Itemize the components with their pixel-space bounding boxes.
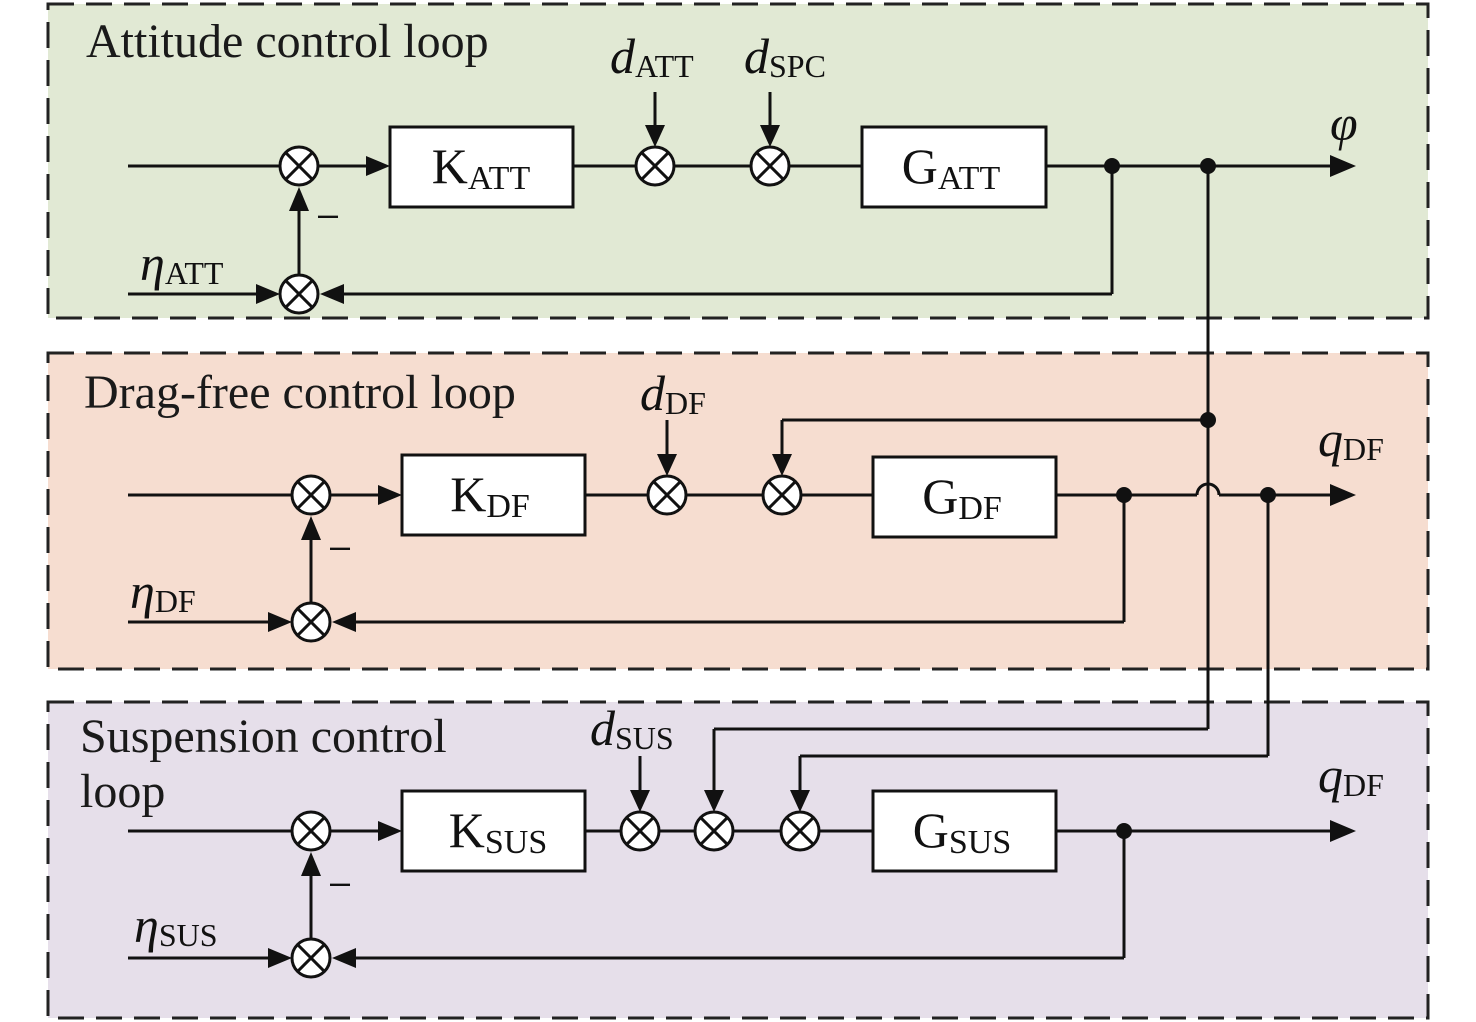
attitude-dist2-sum-junction [749, 145, 791, 187]
attitude-pickoff-dot [1104, 158, 1120, 174]
svg-text:GATT: GATT [902, 138, 1001, 197]
attitude-loop-title: Attitude control loop [86, 15, 489, 68]
attitude-controller-block: KATT [388, 125, 575, 209]
drag-free-branch-dot [1260, 487, 1276, 503]
attitude-loop-panel [46, 2, 1430, 320]
drag-free-plant-block: GDF [871, 455, 1058, 539]
svg-text:GSUS: GSUS [913, 802, 1011, 861]
drag-free-coupling-sum-junction [761, 474, 803, 516]
suspension-att-coupling-sum-junction [693, 810, 735, 852]
suspension-feedback-sum-junction [290, 937, 332, 979]
attitude-dist1-sum-junction [634, 145, 676, 187]
drag-free-loop-wires [128, 418, 1356, 756]
attitude-branch-dot [1200, 158, 1216, 174]
attitude-error-sum-junction [278, 145, 320, 187]
suspension-controller-block: KSUS [400, 789, 587, 873]
suspension-loop-title-line1: Suspension control [80, 710, 447, 763]
attitude-minus-sign: – [318, 193, 338, 234]
spc-disturbance-label: dSPC [744, 28, 826, 84]
suspension-noise-label: ηSUS [134, 897, 218, 953]
suspension-error-sum-junction [290, 810, 332, 852]
drag-free-noise-label: ηDF [130, 563, 196, 619]
suspension-plant-block: GSUS [871, 789, 1058, 873]
drag-free-pickoff-dot [1116, 487, 1132, 503]
attitude-loop-wires [128, 92, 1356, 729]
drag-free-feedback-sum-junction [290, 601, 332, 643]
suspension-disturbance-label: dSUS [590, 700, 674, 756]
attitude-output-label: φ [1330, 95, 1358, 151]
svg-text:KDF: KDF [450, 466, 530, 525]
svg-text:GDF: GDF [922, 468, 1002, 527]
drag-free-dist-sum-junction [646, 474, 688, 516]
drag-free-disturbance-label: dDF [640, 365, 706, 421]
suspension-df-coupling-sum-junction [779, 810, 821, 852]
svg-text:KATT: KATT [432, 138, 531, 197]
drag-free-controller-block: KDF [400, 453, 587, 537]
drag-free-loop-title: Drag-free control loop [84, 366, 516, 419]
suspension-minus-sign: – [330, 861, 350, 902]
drag-free-output-label: qDF [1318, 411, 1384, 467]
suspension-output-label: qDF [1318, 747, 1384, 803]
attitude-noise-label: ηATT [140, 235, 224, 291]
suspension-loop-title-line2: loop [80, 765, 165, 818]
suspension-loop-wires [128, 727, 1356, 968]
drag-free-minus-sign: – [330, 525, 350, 566]
suspension-pickoff-dot [1116, 823, 1132, 839]
suspension-dist-sum-junction [619, 810, 661, 852]
drag-free-error-sum-junction [290, 474, 332, 516]
attitude-disturbance-label: dATT [610, 28, 694, 84]
attitude-feedback-sum-junction [278, 273, 320, 315]
drag-free-coupling-dot [1200, 412, 1216, 428]
attitude-plant-block: GATT [860, 125, 1048, 209]
svg-text:KSUS: KSUS [449, 802, 547, 861]
